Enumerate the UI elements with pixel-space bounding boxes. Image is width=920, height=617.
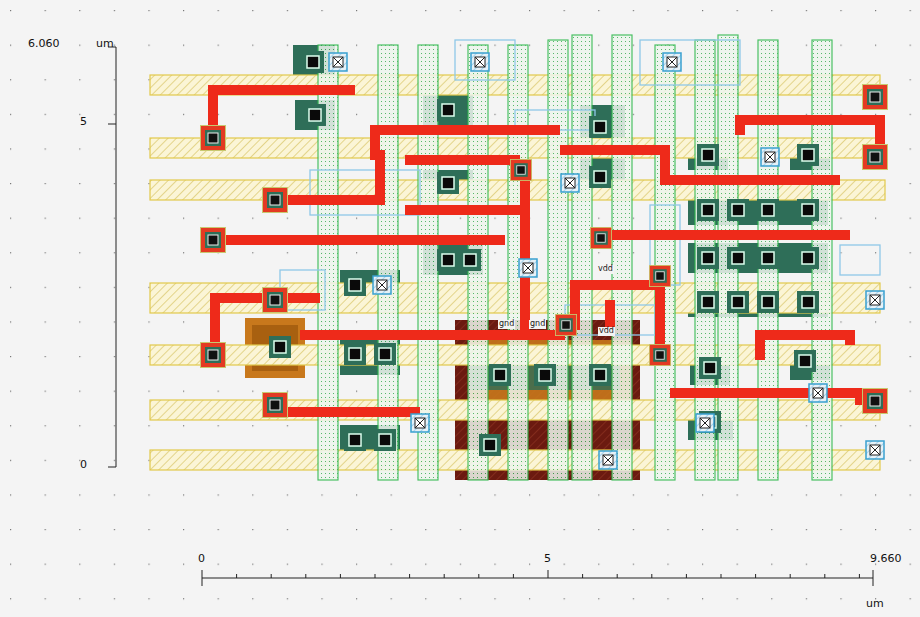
axis-tick-label: 5 bbox=[544, 553, 551, 565]
axis-tick-label: 9.660 bbox=[870, 553, 902, 565]
axis-tick-label: 0 bbox=[198, 553, 205, 565]
axis-unit: um bbox=[866, 598, 884, 610]
axis-tick-label: 6.060 bbox=[28, 38, 60, 50]
net-label: gnd bbox=[498, 320, 515, 329]
axis-tick-label: 0 bbox=[80, 459, 87, 471]
axis-unit: um bbox=[96, 38, 114, 50]
axis-tick-label: 5 bbox=[80, 116, 87, 128]
net-label: gnd bbox=[529, 320, 546, 329]
net-label: vdd bbox=[597, 265, 614, 274]
net-label: vdd bbox=[598, 327, 615, 336]
